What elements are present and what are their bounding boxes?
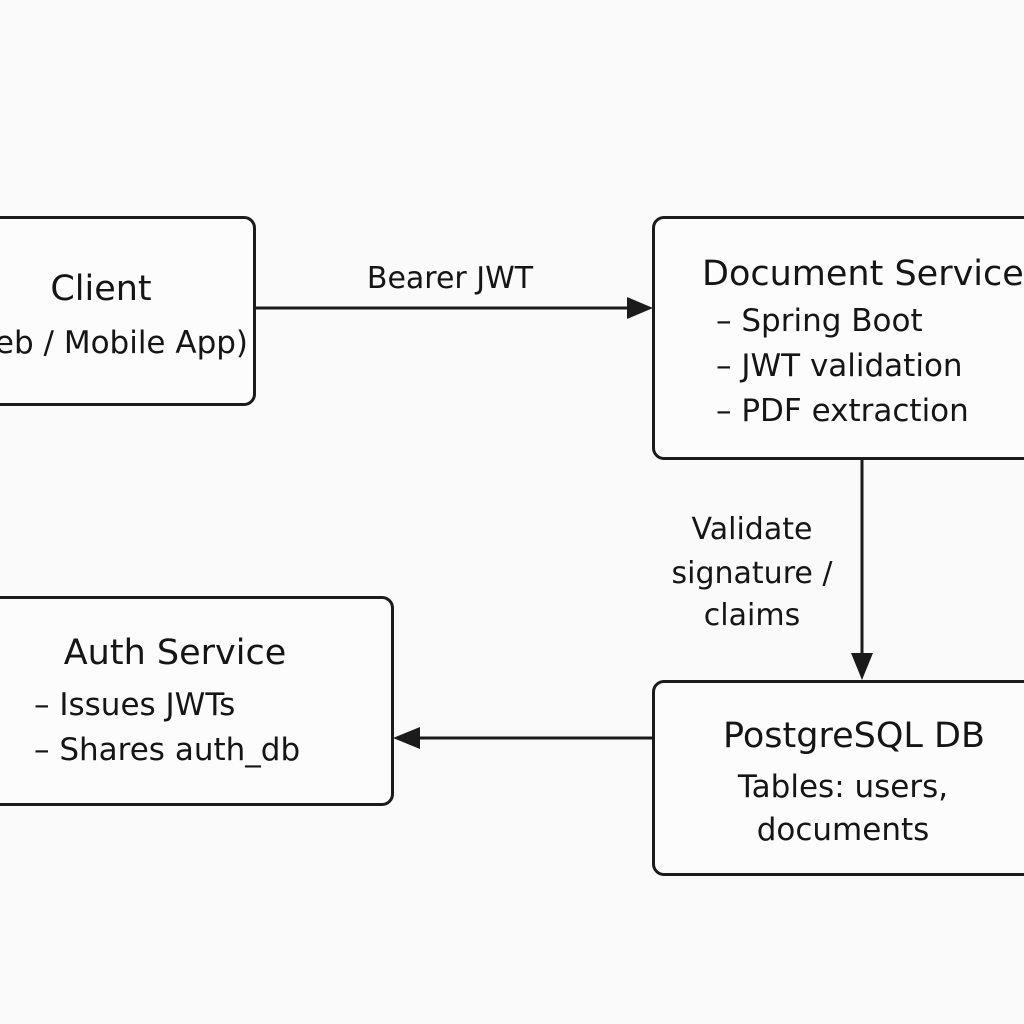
postgres-line: documents — [756, 812, 930, 848]
auth-service-item: – Shares auth_db — [34, 732, 301, 768]
auth-service-title: Auth Service — [63, 633, 287, 673]
edge-label-validate: signature / — [671, 556, 833, 591]
client-title: Client — [50, 269, 152, 309]
postgres-node — [652, 680, 1024, 876]
arrow-postgres-to-auth-head — [393, 727, 420, 749]
edge-label-validate: Validate — [691, 512, 813, 547]
document-service-item: – JWT validation — [716, 348, 963, 384]
document-service-title: Document Service — [702, 254, 1024, 294]
client-subtitle: (Web / Mobile App) — [0, 325, 249, 361]
postgres-title: PostgreSQL DB — [723, 716, 985, 756]
edge-label-bearer-jwt: Bearer JWT — [366, 261, 534, 296]
arrow-client-to-document-head — [627, 297, 653, 319]
edge-label-validate: claims — [703, 598, 801, 633]
document-service-item: – PDF extraction — [716, 393, 969, 429]
arrow-document-to-postgres-head — [851, 653, 873, 680]
postgres-line: Tables: users, — [737, 769, 949, 805]
document-service-node — [652, 216, 1024, 460]
auth-service-item: – Issues JWTs — [34, 687, 236, 723]
document-service-item: – Spring Boot — [716, 303, 923, 339]
auth-service-node — [0, 596, 394, 806]
client-node — [0, 216, 256, 406]
